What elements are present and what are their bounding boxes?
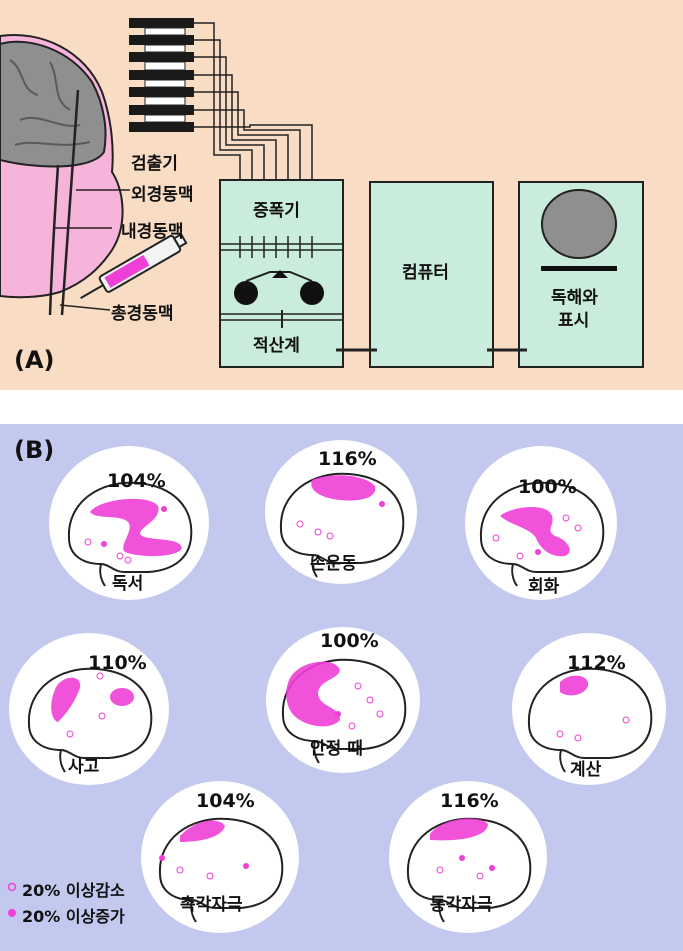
brain-at-rest [266,627,420,773]
brain-conversation-pct: 100% [518,476,577,498]
brain-calculation-caption: 계산 [570,760,602,780]
display-screen [541,189,617,259]
tape-reel-right [300,281,324,305]
brain-reading [49,446,209,600]
brain-calculation-pct: 112% [567,652,626,674]
brain-pain-stimulus-pct: 116% [440,790,499,812]
legend-decrease-marker [7,882,17,892]
brain-pain-stimulus [389,781,547,933]
brain-pain-stimulus-caption: 통각자극 [430,895,493,915]
brain-reading-caption: 독서 [112,574,144,594]
panel-a-label: (A) [14,346,55,374]
integrator-label: 적산계 [253,336,300,356]
apparatus-diagram [0,18,644,368]
brain-hand-movement [265,440,417,584]
brain-calculation [512,633,666,785]
brain-tactile-stimulus [141,781,299,933]
brain-at-rest-pct: 100% [320,630,379,652]
brain-maps [7,440,666,933]
external-carotid-line [60,89,80,316]
panel-b: (B) 104% 독서 116% 손운동 100% 회화 110% 사고 100… [0,424,683,951]
readout-label-line2: 표시 [558,311,590,331]
brain-thinking-pct: 110% [88,652,147,674]
legend-increase-marker [8,909,16,917]
brain-tactile-stimulus-pct: 104% [196,790,255,812]
detector-stack [129,18,194,132]
brain-reading-pct: 104% [107,470,166,492]
brain-conversation [465,446,617,600]
brain-region [0,40,107,168]
computer-box [369,181,494,368]
brain-tactile-stimulus-caption: 촉각자극 [180,895,243,915]
common-carotid-label: 총경동맥 [111,304,174,324]
tape-reel-left [234,281,258,305]
readout-label-line1: 독해와 [551,288,598,308]
brain-thinking-caption: 사고 [68,757,100,777]
computer-label: 컴퓨터 [402,263,449,283]
panel-a: (A) 검출기 외경동맥 내경동맥 총경동맥 증폭기 적산계 컴퓨터 독해와 표… [0,0,683,390]
syringe [80,232,188,299]
brain-conversation-caption: 회화 [528,577,560,597]
amplifier-label: 증폭기 [253,201,300,221]
legend-decrease-label: 20% 이상감소 [22,881,125,900]
brain-hand-movement-pct: 116% [318,448,377,470]
internal-carotid-line [48,164,60,316]
brain-hand-movement-caption: 손운동 [310,554,357,574]
internal-carotid-label: 내경동맥 [121,222,184,242]
panel-b-label: (B) [14,436,55,464]
detector-label: 검출기 [131,154,178,174]
external-carotid-label: 외경동맥 [131,185,194,205]
brain-thinking [9,633,169,785]
legend-increase-label: 20% 이상증가 [22,907,125,926]
brain-at-rest-caption: 안정 때 [310,739,363,759]
